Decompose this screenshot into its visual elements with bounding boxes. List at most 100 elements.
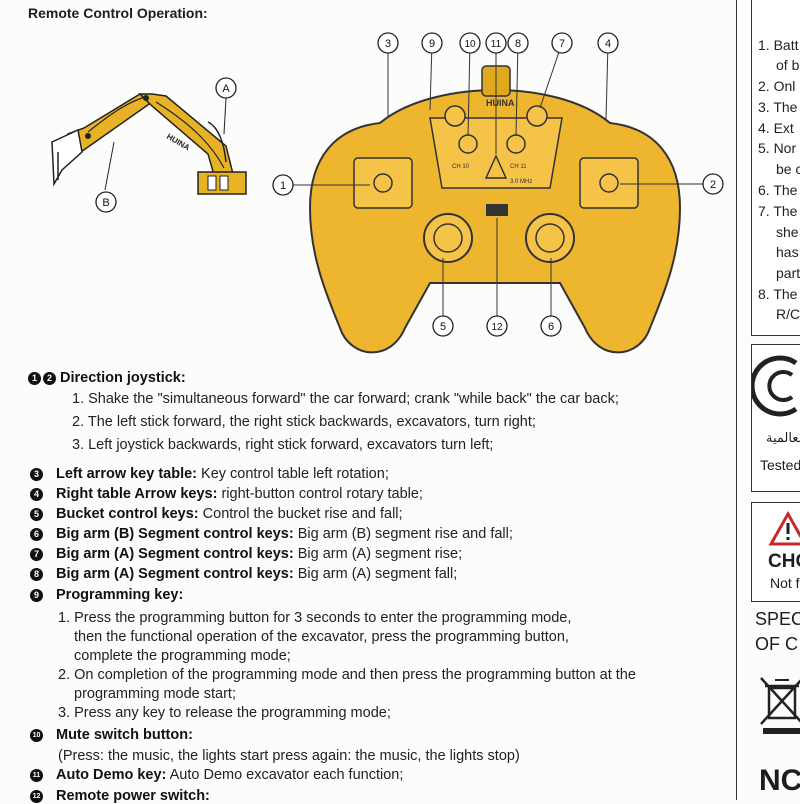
bullet-5: 5	[30, 508, 43, 521]
callout-circle-a	[215, 77, 237, 99]
cert-arabic: العالمية	[766, 431, 800, 446]
key-title: Right table Arrow keys:	[56, 486, 218, 502]
excavator-illustration: HUINA B A	[51, 77, 247, 213]
key-entry-6: Big arm (B) Segment control keys: Big ar…	[56, 526, 513, 542]
warning-box: CHO Not f	[751, 502, 800, 602]
callout-label-4: 4	[605, 38, 611, 50]
demo-title: Auto Demo key:	[56, 767, 167, 783]
key-desc: Big arm (A) segment fall;	[293, 566, 458, 582]
key-entry-4: Right table Arrow keys: right-button con…	[56, 486, 423, 502]
mute-key[interactable]	[458, 134, 478, 154]
joystick-item-1: 1. Shake the "simultaneous forward" the …	[72, 391, 619, 407]
callout-label-b: B	[102, 197, 109, 209]
key-desc: Big arm (A) segment rise;	[293, 546, 463, 562]
bullet-11: 11	[30, 769, 43, 782]
note-line: part	[776, 265, 800, 281]
power-switch[interactable]	[486, 204, 508, 216]
key-entry-8: Big arm (A) Segment control keys: Big ar…	[56, 566, 457, 582]
key-title: Left arrow key table:	[56, 466, 198, 482]
key-title: Big arm (B) Segment control keys:	[56, 526, 294, 542]
programming-line-5: programming mode start;	[74, 686, 236, 702]
callout-circle-5	[432, 315, 454, 337]
controller-brand: HUINA	[486, 98, 515, 108]
note-line: 7. The	[758, 203, 798, 219]
left-arrow-key[interactable]	[444, 105, 466, 127]
mute-title: Mute switch button:	[56, 727, 193, 743]
demo-key[interactable]	[506, 134, 526, 154]
cert-tested: Tested a	[760, 457, 800, 473]
joystick-item-2: 2. The left stick forward, the right sti…	[72, 414, 536, 430]
callout-label-1: 1	[280, 180, 286, 192]
programming-line-6: 3. Press any key to release the programm…	[58, 705, 391, 721]
programming-line-3: complete the programming mode;	[74, 648, 291, 664]
note-line: of b	[776, 57, 800, 73]
mute-desc: (Press: the music, the lights start pres…	[58, 748, 520, 764]
bullet-2: 2	[43, 372, 56, 385]
bucket-key[interactable]	[423, 213, 473, 263]
callout-circle-10	[459, 32, 481, 54]
callout-circle-12	[486, 315, 508, 337]
key-entry-5: Bucket control keys: Control the bucket …	[56, 506, 403, 522]
callout-label-11: 11	[491, 39, 502, 50]
right-bottom-text: NC	[759, 764, 800, 797]
note-line: 6. The	[758, 182, 798, 198]
bullet-9: 9	[30, 589, 43, 602]
big-arm-b-key[interactable]	[525, 213, 575, 263]
note-line: be c	[776, 161, 800, 177]
callout-label-2: 2	[710, 179, 716, 191]
weee-bin-icon	[760, 677, 800, 734]
callout-circle-8	[507, 32, 529, 54]
key-title: Big arm (A) Segment control keys:	[56, 566, 294, 582]
bullet-7: 7	[30, 548, 43, 561]
note-line: has	[776, 244, 799, 260]
callout-label-10: 10	[464, 39, 476, 50]
frequency-label: 3.0 MHz	[510, 179, 532, 185]
callout-label-9: 9	[429, 38, 435, 50]
key-title: Big arm (A) Segment control keys:	[56, 546, 294, 562]
callout-circle-b	[95, 191, 117, 213]
programming-title: Programming key:	[56, 587, 184, 603]
callout-label-7: 7	[559, 38, 565, 50]
callout-circle-9	[421, 32, 443, 54]
callout-label-a: A	[222, 83, 230, 95]
controller-body	[308, 88, 682, 354]
callout-circle-3	[377, 32, 399, 54]
spec-line-2: OF C	[755, 634, 798, 654]
callout-label-12: 12	[491, 322, 503, 333]
bullet-1: 1	[28, 372, 41, 385]
note-line: 8. The	[758, 286, 798, 302]
joystick-title: Direction joystick:	[60, 370, 186, 386]
note-line: 2. Onl	[758, 78, 796, 94]
callout-leader-8	[515, 42, 519, 137]
excavator-arm	[51, 93, 247, 195]
right-arrow-key[interactable]	[526, 105, 548, 127]
note-line: 4. Ext	[758, 120, 794, 136]
programming-key[interactable]	[484, 154, 508, 179]
key-entry-7: Big arm (A) Segment control keys: Big ar…	[56, 546, 462, 562]
bullet-10: 10	[30, 729, 43, 742]
callout-label-6: 6	[548, 321, 554, 333]
programming-line-1: 1. Press the programming button for 3 se…	[58, 610, 572, 626]
callout-circle-6	[540, 315, 562, 337]
programming-line-2: then the functional operation of the exc…	[74, 629, 569, 645]
joystick-item-3: 3. Left joystick backwards, right stick …	[72, 437, 494, 453]
key-title: Bucket control keys:	[56, 506, 199, 522]
callout-label-3: 3	[385, 38, 391, 50]
bullet-3: 3	[30, 468, 43, 481]
note-line: 5. Nor	[758, 140, 797, 156]
warning-triangle-icon	[768, 511, 800, 546]
right-joystick[interactable]	[599, 173, 619, 193]
bullet-4: 4	[30, 488, 43, 501]
programming-line-4: 2. On completion of the programming mode…	[58, 667, 636, 683]
bullet-12: 12	[30, 790, 43, 803]
power-title: Remote power switch:	[56, 788, 210, 804]
spec-line-1: SPEC	[755, 609, 800, 629]
callout-leader-10	[467, 42, 471, 137]
left-joystick[interactable]	[373, 173, 393, 193]
callout-circle-2	[702, 173, 724, 195]
note-line: R/C	[776, 306, 800, 322]
